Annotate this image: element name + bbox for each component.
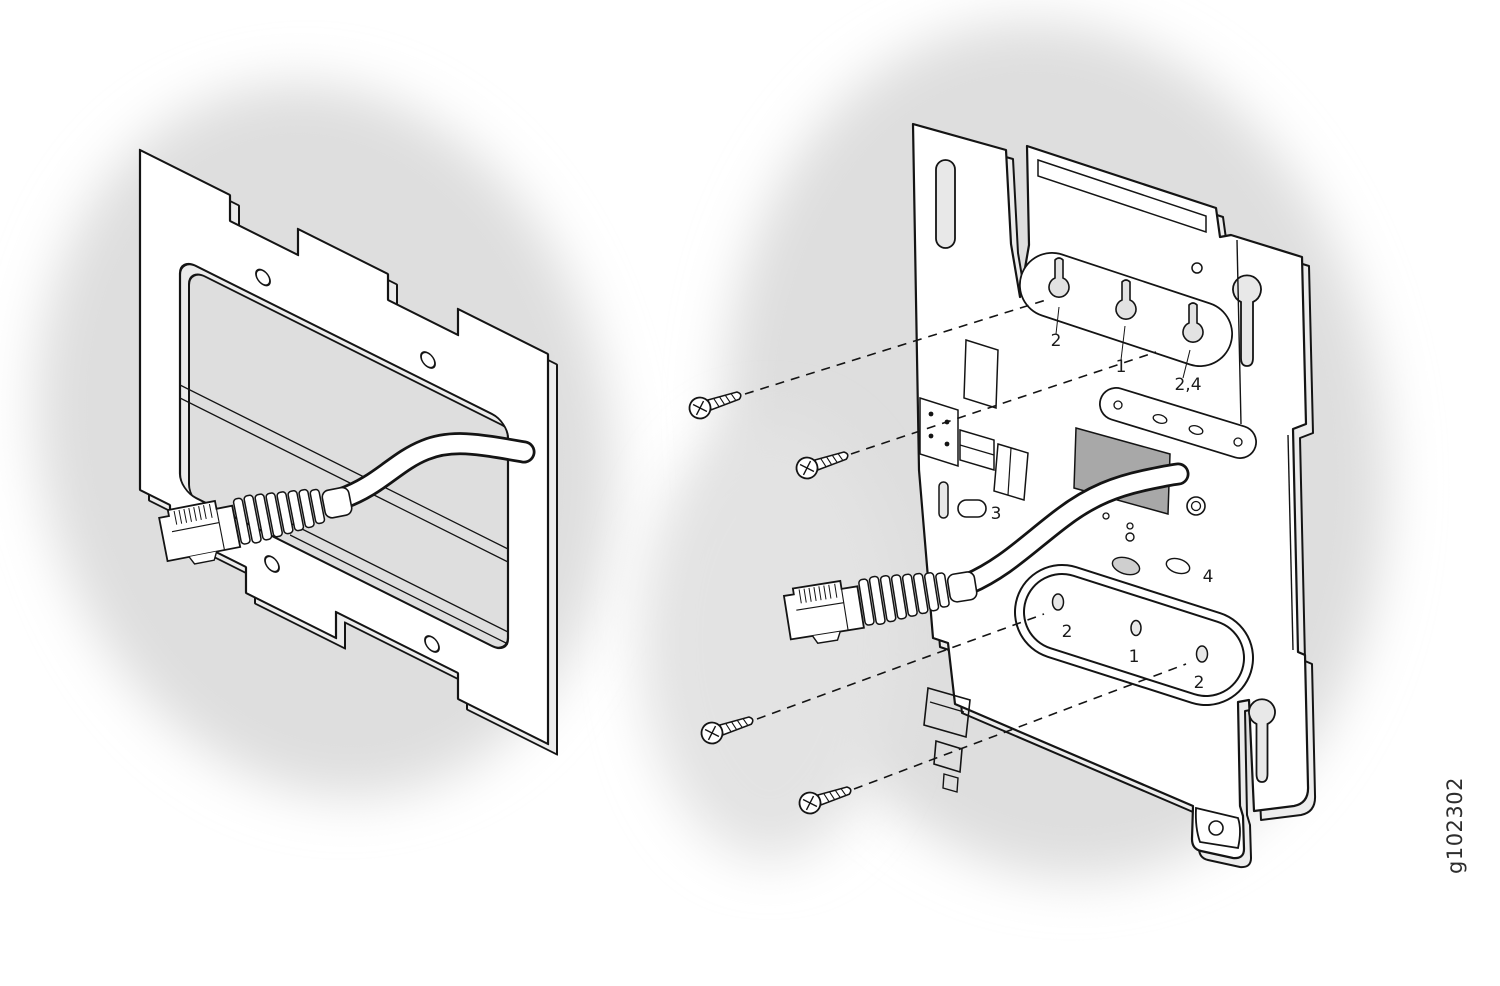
leader-line-2 [850,351,1157,455]
cable-guide-strip [1099,387,1257,459]
mount-hole-bottom-1 [1051,593,1065,611]
callout-labels: 2 1 2,4 3 4 2 1 2 [991,331,1214,693]
top-panel-recess [1037,158,1207,234]
hook-channel [1019,252,1233,367]
side-wall-strip [993,443,1029,501]
slot-near-callout-3 [957,499,987,518]
plate-screw-holes [255,268,440,653]
callout-bottom-1: 2 [1062,622,1073,642]
plate-screw-hole [420,351,436,369]
hook-slot-3 [1182,302,1204,343]
flange-fold-line [1236,239,1242,425]
small-hole-lower [1126,522,1134,530]
callout-top-1: 2 [1051,331,1062,351]
leader-line-3 [756,613,1045,720]
cable-clip [923,686,971,793]
keyhole-slot-right-flange [1232,274,1262,367]
small-hole-lower [1102,512,1110,520]
plate-screw-hole [424,635,440,653]
ethernet-cable-right [782,462,1190,649]
small-hole [1191,262,1203,274]
background-shadow-left [36,82,614,798]
mount-hole-bottom-2 [1130,619,1142,637]
wall-cutout [963,338,999,410]
clip-bracket [959,428,995,472]
leader-line-1 [744,299,1047,395]
leader-lines [744,299,1187,790]
body-edge-line [1287,434,1294,651]
bottom-arch-channel [1014,564,1254,706]
callout-bottom-3: 2 [1194,673,1205,693]
keyhole-slot-bottom-right [1248,698,1276,783]
slot-near-callout-4 [1165,557,1191,575]
callout-top-2: 1 [1116,357,1127,377]
callout-middle-1: 3 [991,504,1002,524]
figure-id-watermark: g102302 [1443,777,1467,874]
plate-opening-depth-lines [180,384,508,645]
cable-body [959,465,1187,593]
foot-tab [1194,806,1241,850]
hook-slot-1 [1048,257,1070,298]
side-wall-strip-line [1007,447,1012,496]
ethernet-cable-left [157,432,536,570]
callout-top-3: 2,4 [1174,375,1201,395]
mount-hole-bottom-3 [1195,645,1209,663]
mounting-bracket-illustration [782,122,1317,869]
slot-gray [1111,556,1141,576]
clip-bracket-line [959,444,995,456]
leader-line-4 [853,663,1187,790]
wall-plate-illustration [138,148,558,756]
plate-screw-hole [264,555,280,573]
hook-slot-2 [1115,279,1137,320]
cable-body [332,434,533,508]
plate-screw-hole [255,268,271,287]
background-shadow-screws [640,420,900,860]
hinge-plate [919,396,959,468]
callout-middle-2: 4 [1203,567,1214,587]
screw-boss-inner [1190,500,1202,512]
small-hole-center [1125,532,1135,542]
callout-bottom-2: 1 [1129,647,1140,667]
callout-leader-ticks [1055,306,1191,379]
vertical-slot [938,481,949,519]
keyhole-slot-top-left [935,159,956,249]
